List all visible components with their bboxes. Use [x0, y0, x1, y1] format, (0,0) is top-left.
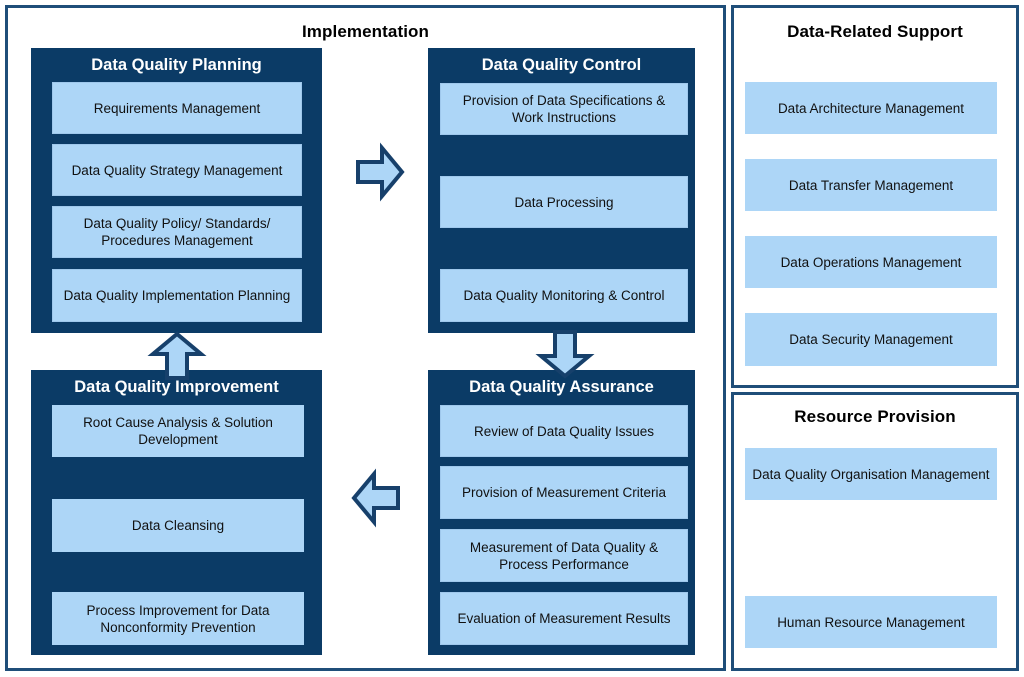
activity-human-resource-management[interactable]: Human Resource Management — [745, 596, 997, 648]
activity-evaluation-of-measurement-results[interactable]: Evaluation of Measurement Results — [440, 592, 688, 645]
panel-data-quality-improvement-title: Data Quality Improvement — [74, 378, 279, 396]
activity-review-of-data-quality-issues[interactable]: Review of Data Quality Issues — [440, 405, 688, 457]
region-implementation-title: Implementation — [301, 22, 430, 41]
activity-data-cleansing[interactable]: Data Cleansing — [52, 499, 304, 552]
activity-data-processing[interactable]: Data Processing — [440, 176, 688, 228]
panel-data-quality-planning-title: Data Quality Planning — [91, 56, 262, 74]
activity-process-improvement-for-data-nonconformity-prevention[interactable]: Process Improvement for Data Nonconformi… — [52, 592, 304, 645]
arrow-control-to-assurance-icon — [535, 328, 595, 380]
activity-measurement-of-data-quality-and-process-performance[interactable]: Measurement of Data Quality & Process Pe… — [440, 529, 688, 582]
activity-data-quality-implementation-planning[interactable]: Data Quality Implementation Planning — [52, 269, 302, 322]
panel-data-quality-assurance-title: Data Quality Assurance — [469, 378, 654, 396]
panel-data-quality-control-title: Data Quality Control — [481, 56, 642, 74]
arrow-improvement-to-planning-icon — [147, 330, 207, 382]
activity-root-cause-analysis-and-solution-development[interactable]: Root Cause Analysis & Solution Developme… — [52, 405, 304, 457]
region-resource-provision-title: Resource Provision — [794, 407, 956, 426]
activity-data-quality-policy-standards-procedures-management[interactable]: Data Quality Policy/ Standards/ Procedur… — [52, 206, 302, 258]
activity-data-quality-organisation-management[interactable]: Data Quality Organisation Management — [745, 448, 997, 500]
activity-data-transfer-management[interactable]: Data Transfer Management — [745, 159, 997, 211]
activity-data-operations-management[interactable]: Data Operations Management — [745, 236, 997, 288]
activity-provision-of-measurement-criteria[interactable]: Provision of Measurement Criteria — [440, 466, 688, 519]
activity-data-security-management[interactable]: Data Security Management — [745, 313, 997, 366]
arrow-assurance-to-improvement-icon — [350, 468, 402, 528]
activity-requirements-management[interactable]: Requirements Management — [52, 82, 302, 134]
activity-data-architecture-management[interactable]: Data Architecture Management — [745, 82, 997, 134]
arrow-planning-to-control-icon — [354, 142, 406, 202]
region-data-related-support-title: Data-Related Support — [787, 22, 963, 41]
activity-data-quality-strategy-management[interactable]: Data Quality Strategy Management — [52, 144, 302, 196]
activity-provision-of-data-specifications-and-work-instructions[interactable]: Provision of Data Specifications & Work … — [440, 83, 688, 135]
activity-data-quality-monitoring-and-control[interactable]: Data Quality Monitoring & Control — [440, 269, 688, 322]
